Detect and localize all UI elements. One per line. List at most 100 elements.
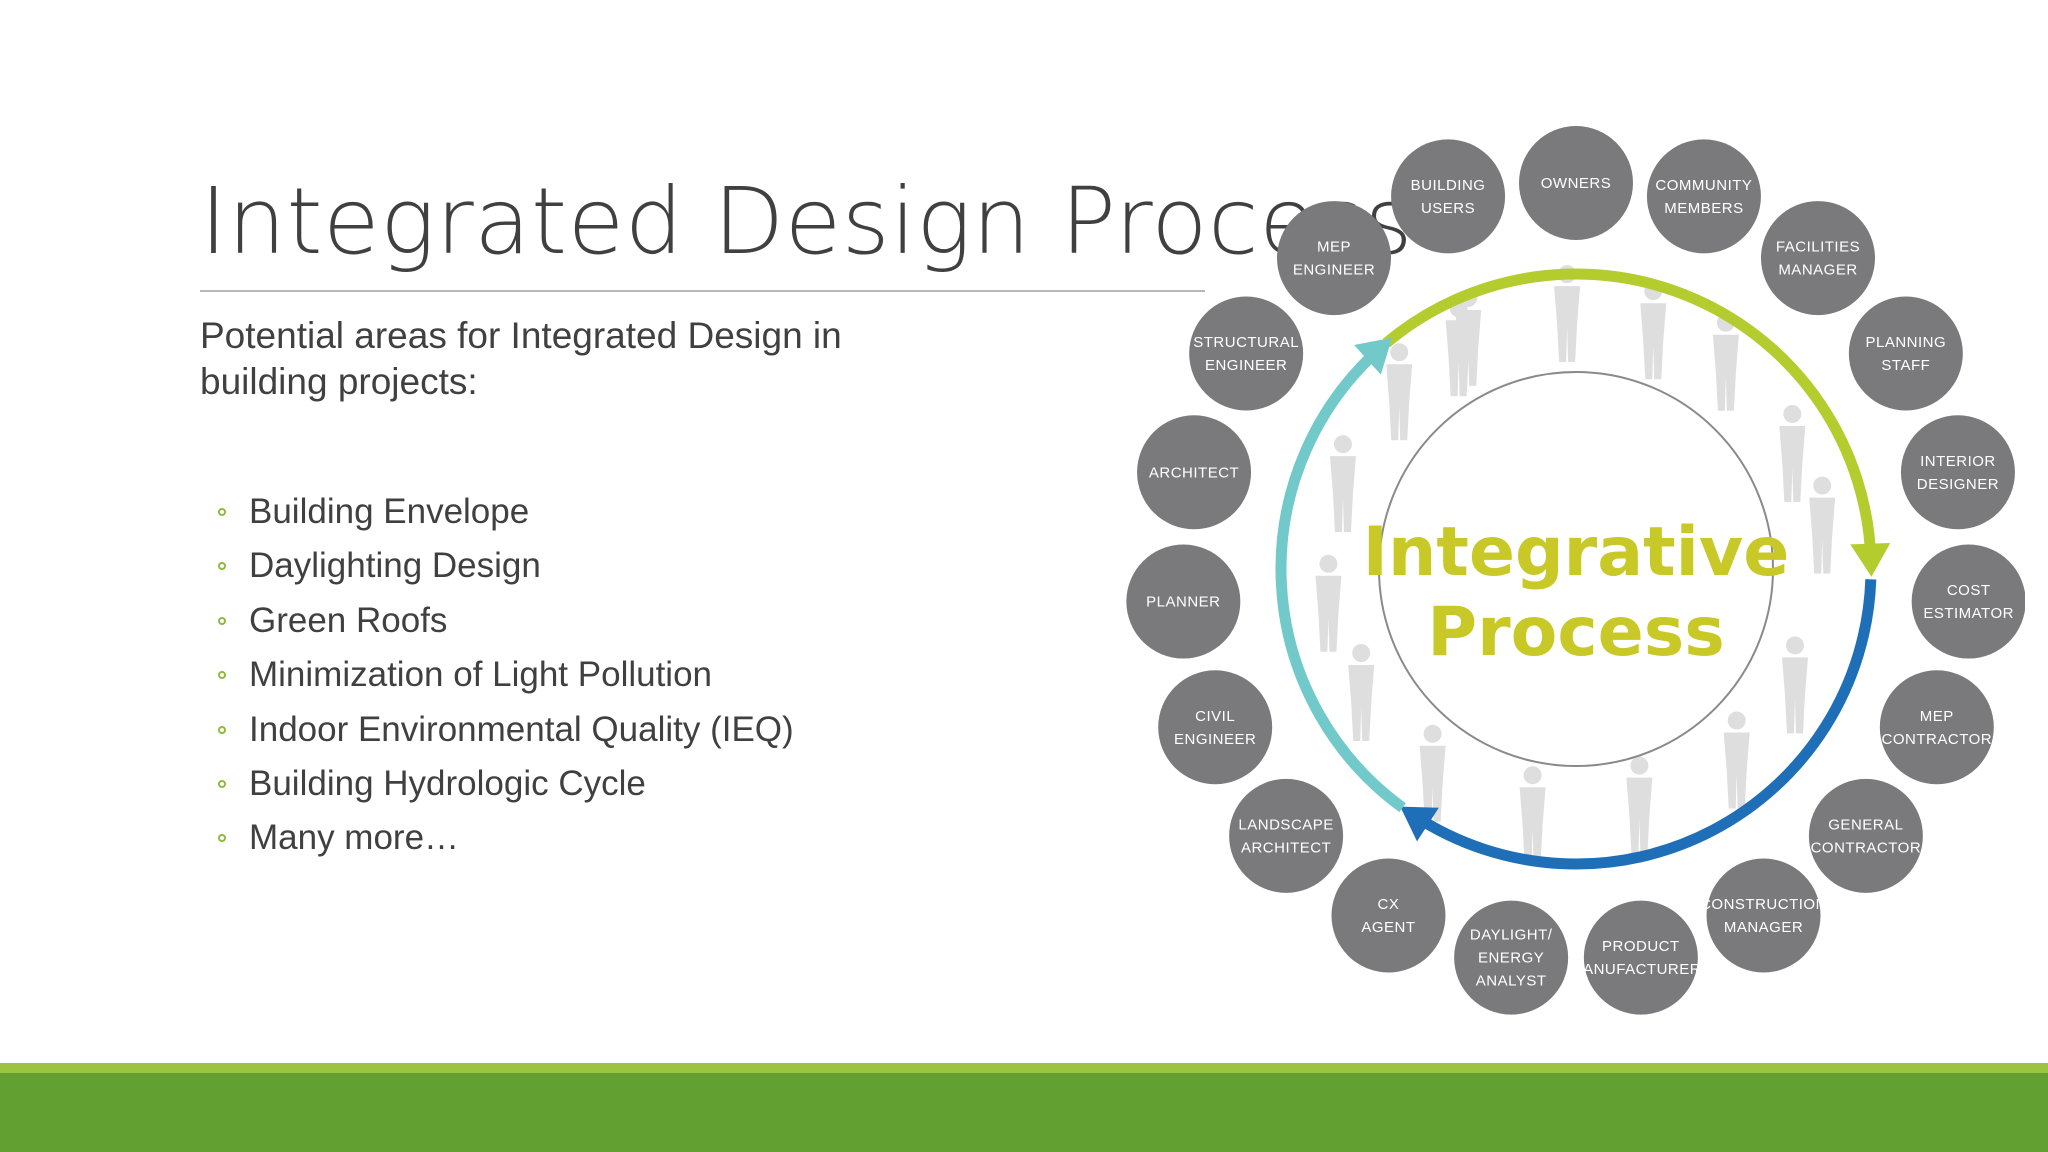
stakeholder-node-circle [1189,296,1304,411]
stakeholder-node-label: GENERAL [1828,816,1903,833]
stakeholder-node: PLANNER [1126,544,1241,659]
stakeholder-node: MEP ENGINEER [1277,201,1392,316]
stakeholder-node-circle [1848,296,1963,411]
stakeholder-node: PRODUCT MANUFACTURERS [1570,900,1712,1015]
green-arrowhead [1850,543,1891,577]
stakeholder-node-label: MANAGER [1724,919,1803,936]
stakeholder-node-label: USERS [1421,200,1475,217]
stakeholder-node-label: COST [1947,582,1991,599]
stakeholder-node: STRUCTURAL ENGINEER [1189,296,1304,411]
bullet-item: Minimization of Light Pollution [218,648,794,702]
person-silhouette-icon [1386,343,1413,441]
title-divider [200,290,1205,292]
stakeholder-node: COMMUNITY MEMBERS [1646,139,1761,254]
stakeholder-node-label: ENERGY [1478,950,1544,967]
person-silhouette-icon [1626,756,1653,854]
center-title-line-2: Process [1427,593,1724,672]
stakeholder-node-label: STRUCTURAL [1193,334,1299,351]
blue-arrowhead [1400,806,1439,842]
bullet-item: Green Roofs [218,594,794,648]
bullet-item: Building Hydrologic Cycle [218,757,794,811]
stakeholder-node-circle [1583,900,1698,1015]
stakeholder-node-circle [1454,900,1569,1015]
person-silhouette-icon [1723,711,1750,809]
stakeholder-node-label: MEMBERS [1664,200,1743,217]
person-silhouette-icon [1419,724,1446,822]
stakeholder-node-circle [1879,670,1994,785]
teal-arrowhead [1354,337,1392,375]
stakeholder-node-circle [1391,139,1506,254]
stakeholder-node-label: ENGINEER [1205,357,1287,374]
bullet-list: Building Envelope Daylighting Design Gre… [218,485,794,866]
stakeholder-node-label: CONTRACTOR [1811,839,1922,856]
bullet-item: Many more… [218,811,794,865]
bullet-circle-icon [218,616,226,625]
slide-title: Integrated Design Process [200,168,1414,275]
stakeholder-node-label: CONTRACTOR [1882,731,1993,748]
stakeholder-node-circle [1900,415,2015,530]
center-circle [1378,371,1774,767]
stakeholder-node-label: ARCHITECT [1241,839,1331,856]
person-silhouette-icon [1809,476,1836,574]
person-silhouette-icon [1712,313,1739,411]
stakeholder-node-label: FACILITIES [1776,239,1860,256]
stakeholder-node-label: CONSTRUCTION [1700,896,1827,913]
stakeholder-node-circle [1126,544,1241,659]
stakeholder-node-label: PRODUCT [1602,938,1680,955]
bullet-circle-icon [218,834,226,843]
footer-accent-bar [0,1063,2048,1073]
stakeholder-node-label: LANDSCAPE [1238,816,1333,833]
stakeholder-node: DAYLIGHT/ENERGY ANALYST [1454,900,1569,1015]
person-silhouette-icon [1348,644,1375,741]
stakeholder-node-label: MEP [1317,239,1351,256]
stakeholder-node-circle [1760,201,1875,316]
person-silhouette-icon [1329,435,1356,533]
stakeholder-node-label: COMMUNITY [1655,177,1752,194]
slide-subtitle: Potential areas for Integrated Design in… [200,315,842,402]
stakeholder-node-label: INTERIOR [1920,453,1996,470]
stakeholder-node-circle [1519,126,1633,240]
bullet-item: Daylighting Design [218,539,794,593]
stakeholder-node-circle [1229,778,1344,893]
stakeholder-node-label: MANAGER [1778,262,1857,279]
stakeholder-node-circle [1911,544,2025,659]
stakeholder-node-label: AGENT [1361,919,1415,936]
person-silhouette-icon [1640,282,1667,380]
stakeholder-node-circle [1808,778,1923,893]
stakeholder-node-label: DESIGNER [1917,476,1999,493]
bullet-circle-icon [218,779,226,788]
green-arc [1382,268,1877,559]
stakeholder-node: OWNERS [1519,126,1633,240]
process-cycle-arrows [1275,268,1891,870]
stakeholder-node-circle [1706,858,1821,973]
stakeholder-node-circle [1158,670,1273,785]
stakeholder-node: ARCHITECT [1137,415,1252,530]
stakeholder-nodes: OWNERS COMMUNITY MEMBERS FACILITIES MANAGER P… [1126,126,2025,1015]
bullet-circle-icon [218,671,226,680]
stakeholder-node-label: CIVIL [1195,708,1235,725]
person-silhouette-icon [1781,636,1808,734]
stakeholder-node: LANDSCAPE ARCHITECT [1229,778,1344,893]
stakeholder-node-label: OWNERS [1541,175,1612,192]
stakeholder-node-circle [1277,201,1392,316]
stakeholder-node-label: ANALYST [1476,973,1547,990]
bullet-circle-icon [218,508,226,516]
stakeholder-node-label: DAYLIGHT/ [1470,927,1553,944]
person-silhouette-icon [1779,404,1806,502]
person-silhouette-icon [1519,766,1546,864]
stakeholder-node: INTERIOR DESIGNER [1900,415,2015,530]
stakeholder-node-label: MANUFACTURERS [1570,961,1712,978]
bullet-item: Indoor Environmental Quality (IEQ) [218,703,794,757]
bullet-circle-icon [218,562,226,571]
stakeholder-node-label: PLANNING [1865,334,1946,351]
bullet-item: Building Envelope [218,485,794,539]
stakeholder-node-circle [1331,858,1446,973]
stakeholder-node-label: ENGINEER [1293,262,1375,279]
stakeholder-node: CONSTRUCTION MANAGER [1700,858,1827,973]
people-silhouettes [1315,265,1836,864]
stakeholder-node-label: MEP [1920,708,1954,725]
